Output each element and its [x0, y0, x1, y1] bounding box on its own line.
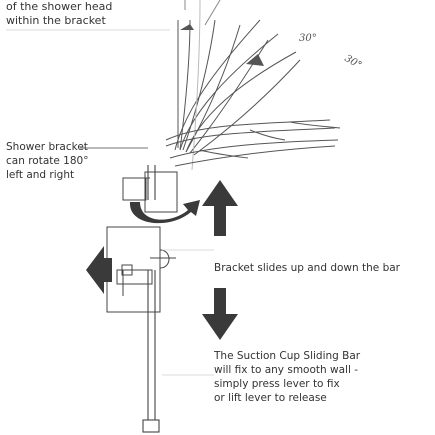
angle-mark-top: 30° [299, 33, 317, 44]
angle-mark-right: 30° [343, 53, 364, 71]
down-arrow-icon [202, 288, 238, 340]
up-arrow-icon [202, 180, 238, 236]
left-arrow-icon [86, 246, 112, 294]
rotation-arrow-icon [246, 54, 264, 66]
bracket-assembly [106, 177, 176, 313]
hose [191, 0, 201, 171]
caption-bracket-rotation: Shower bracket can rotate 180° left and … [6, 141, 89, 181]
shower-head-horizontal [165, 119, 341, 167]
shower-head-fan [174, 0, 301, 156]
rotation-arrow-icon [129, 200, 200, 224]
rotation-arrow-icon [180, 24, 194, 30]
caption-head-rotation: of the shower head within the bracket [6, 0, 113, 27]
caption-suction-bar: The Suction Cup Sliding Bar will fix to … [214, 350, 361, 404]
bracket-mount [144, 171, 178, 213]
caption-bracket-slides: Bracket slides up and down the bar [214, 262, 400, 274]
sliding-bar [142, 165, 160, 433]
